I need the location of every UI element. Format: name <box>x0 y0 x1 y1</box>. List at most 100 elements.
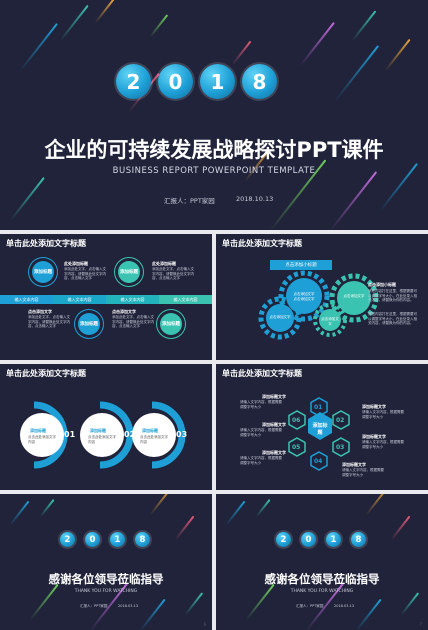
hex-item-text: 请输入文字内容，根据需要调整字号大小 <box>342 468 384 477</box>
light-streak <box>39 498 55 518</box>
light-streak <box>149 14 168 38</box>
light-streak <box>355 598 382 630</box>
arc-title: 添加标题 <box>30 428 46 433</box>
slide-thumbnail-5[interactable]: 单击此处添加文字标题 添加标题 01 02 03 04 05 06 添加标题文字… <box>216 364 428 490</box>
hex-item-title: 添加标题文字 <box>262 450 286 455</box>
content-band: 输入文本内容 <box>53 295 106 304</box>
hex-item-title: 添加标题文字 <box>262 394 286 399</box>
year-digit: 0 <box>158 64 193 99</box>
hex-number: 02 <box>336 417 345 424</box>
light-streak <box>139 598 166 630</box>
hex-item-title: 添加标题文字 <box>262 422 286 427</box>
year-digit: 0 <box>301 532 316 547</box>
slide-thumbnail-4[interactable]: 单击此处添加文字标题 添加标题 点击此处添加文字内容 添加标题 点击此处添加文字… <box>0 364 212 490</box>
slide-thumbnail-2[interactable]: 单击此处添加文字标题 添加标题 添加标题 添加标题 添加标题 此处添加标题 添加… <box>0 234 212 360</box>
closing-subtitle: THANK YOU FOR WATCHING <box>290 589 354 594</box>
date-label: 2018.03.13 <box>334 604 355 608</box>
content-band: 输入文本内容 <box>159 295 212 304</box>
light-streak <box>9 176 45 222</box>
arc-title: 添加标题 <box>142 428 158 433</box>
light-streak <box>334 45 379 102</box>
gear-icon <box>258 296 302 340</box>
light-streak <box>149 494 173 516</box>
reporter-label: 汇报人：PPT家园 <box>164 197 215 205</box>
hex-item-title: 添加标题文字 <box>342 462 366 467</box>
gear-icon <box>329 273 379 323</box>
slide-thumbnail-6[interactable]: 2 0 1 8 感谢各位领导莅临指导 THANK YOU FOR WATCHIN… <box>0 494 212 630</box>
year-digit: 2 <box>276 532 291 547</box>
reporter-label: 汇报人：PPT家园 <box>80 604 108 608</box>
light-streak <box>231 40 252 66</box>
slide-heading: 单击此处添加文字标题 <box>6 239 86 248</box>
presentation-title: 企业的可持续发展战略探讨PPT课件 <box>44 138 384 162</box>
subtitle-tab: 点击添加小标题 <box>270 260 332 270</box>
hex-item-text: 请输入文字内容，根据需要调整字号大小 <box>240 456 282 465</box>
arc-number: 01 <box>64 430 76 439</box>
closing-title: 感谢各位领导莅临指导 <box>264 572 380 586</box>
arc-number: 03 <box>176 430 188 439</box>
title-circle: 添加标题 <box>118 261 140 283</box>
hex-number: 01 <box>314 404 323 411</box>
hex-item-text: 请输入文字内容，根据需要调整字号大小 <box>362 410 404 419</box>
light-streak <box>351 10 376 42</box>
hex-number: 05 <box>292 444 301 451</box>
side-title: 点击添加小标题 <box>368 282 396 287</box>
year-digit: 1 <box>110 532 125 547</box>
light-streak <box>59 4 89 42</box>
side-text: 请把内容打在这里，根据需要可以调整字号大小，在此处录入相关内容，请替换为你的内容… <box>368 312 417 325</box>
page-number: 6 <box>203 622 206 627</box>
year-badges: 2 0 1 8 <box>116 64 277 99</box>
gear-icon <box>278 270 330 322</box>
light-streak <box>400 592 419 616</box>
gear-label: 点击添加文字点击添加文字 <box>293 292 315 301</box>
arc-number: 02 <box>124 430 136 439</box>
arc-text: 点击此处添加文字内容 <box>28 435 56 444</box>
reporter-label: 汇报人：PPT家园 <box>296 604 324 608</box>
year-digit: 2 <box>60 532 75 547</box>
title-circle: 添加标题 <box>32 261 54 283</box>
slide-heading: 单击此处添加文字标题 <box>6 369 86 378</box>
item-title: 点击添加文字 <box>112 309 136 314</box>
light-streak <box>94 0 115 24</box>
slide-thumbnail-7[interactable]: 2 0 1 8 感谢各位领导莅临指导 THANK YOU FOR WATCHIN… <box>216 494 428 630</box>
closing-subtitle: THANK YOU FOR WATCHING <box>74 589 138 594</box>
hex-item-text: 请输入文字内容，根据需要调整字号大小 <box>362 440 404 449</box>
page-number: 7 <box>419 622 422 627</box>
light-streak <box>384 38 411 72</box>
year-digit: 8 <box>242 64 277 99</box>
arc-diagram <box>20 401 186 469</box>
hex-center-label: 添加标题 <box>312 423 328 436</box>
light-streak <box>9 500 30 526</box>
title-circle: 添加标题 <box>160 313 182 335</box>
slide-thumbnail-3[interactable]: 单击此处添加文字标题 点击添加小标题 点击添加文字点击添加文字 点击添加文字 点… <box>216 234 428 360</box>
hex-number: 06 <box>292 417 301 424</box>
hex-item-title: 添加标题文字 <box>362 404 386 409</box>
year-digit: 8 <box>135 532 150 547</box>
item-title: 点击添加文字 <box>28 309 52 314</box>
item-text: 添加此处文字，点击输入文字内容，请替换此处文字内容，点击输入文字 <box>152 267 194 280</box>
slide-heading: 单击此处添加文字标题 <box>222 239 302 248</box>
item-title: 此处添加标题 <box>152 261 176 266</box>
side-text: 请把内容打在这里，根据需要可以调整字号大小，在此处录入相关内容，请替换为你的内容… <box>368 289 417 302</box>
gear-label: 点击添加文字 <box>321 317 339 326</box>
hex-item-text: 请输入文字内容，根据需要调整字号大小 <box>240 400 282 409</box>
closing-title: 感谢各位领导莅临指导 <box>48 572 164 586</box>
year-digit: 0 <box>85 532 100 547</box>
year-digit: 2 <box>116 64 151 99</box>
date-label: 2018.03.13 <box>118 604 139 608</box>
content-band: 输入文本内容 <box>0 295 53 304</box>
slide-heading: 单击此处添加文字标题 <box>222 369 302 378</box>
year-badges: 2 0 1 8 <box>60 532 150 547</box>
presentation-subtitle: BUSINESS REPORT POWERPOINT TEMPLATE <box>112 166 316 176</box>
item-title: 此处添加标题 <box>64 261 88 266</box>
item-text: 添加此处文字，点击输入文字内容，请替换此处文字内容，点击输入文字 <box>28 315 70 328</box>
light-streak <box>329 171 377 230</box>
year-badges: 2 0 1 8 <box>276 532 366 547</box>
light-streak <box>365 494 389 516</box>
light-streak <box>255 498 271 518</box>
arc-title: 添加标题 <box>90 428 106 433</box>
year-digit: 1 <box>326 532 341 547</box>
content-band: 输入文本内容 <box>106 295 159 304</box>
arc-text: 点击此处添加文字内容 <box>140 435 168 444</box>
title-slide[interactable]: 2 0 1 8 企业的可持续发展战略探讨PPT课件 BUSINESS REPOR… <box>0 0 428 230</box>
